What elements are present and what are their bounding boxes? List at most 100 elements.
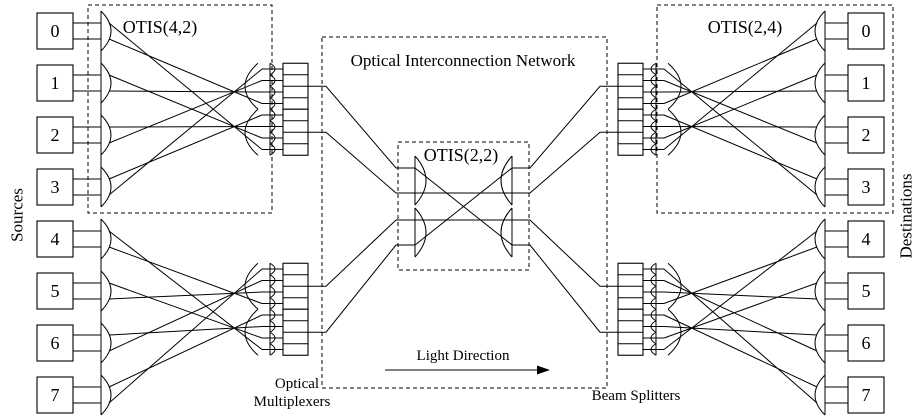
source-box xyxy=(36,12,74,50)
multiplexer-output-path xyxy=(308,219,415,287)
otis-beam xyxy=(414,167,513,246)
multiplexer-output-path xyxy=(308,244,415,333)
transmitter-microlens xyxy=(650,108,657,122)
transmitter-lens xyxy=(100,114,112,156)
otis-2-4-frame xyxy=(656,4,894,214)
otis-beam xyxy=(663,291,818,300)
otis-2-2-frame xyxy=(397,141,530,271)
otis-beam xyxy=(663,282,818,339)
otis-beam xyxy=(108,230,263,350)
receiver-lens xyxy=(244,308,259,356)
receiver-lens xyxy=(814,322,826,364)
transmitter-microlens xyxy=(650,120,657,133)
transmitter-lens xyxy=(100,374,112,416)
annotations: OTIS(4,2) OTIS(2,4) Optical Interconnect… xyxy=(8,17,916,410)
source-box xyxy=(36,220,74,258)
transmitter-microlens xyxy=(650,285,657,299)
otis-beam xyxy=(108,268,263,404)
otis-2-4-label: OTIS(2,4) xyxy=(708,17,783,38)
otis-beam xyxy=(108,246,263,304)
source-label: 6 xyxy=(51,333,60,353)
otis-beam xyxy=(663,126,818,128)
transmitter-microlens xyxy=(650,343,657,356)
destination-label: 1 xyxy=(862,73,871,93)
multiplexers-label-line2: Multiplexers xyxy=(254,394,331,410)
receiver-lens xyxy=(244,108,259,156)
transmitter-microlens xyxy=(650,97,657,110)
destination-box xyxy=(847,12,885,50)
receiver-microlens xyxy=(269,285,276,299)
transmitter-lens xyxy=(100,322,112,364)
transmitter-microlens xyxy=(650,331,657,345)
otis-beam xyxy=(663,114,818,180)
otis-beam xyxy=(663,22,818,150)
receiver-lens xyxy=(814,10,826,52)
receiver-microlens xyxy=(269,120,276,133)
source-box xyxy=(36,116,74,154)
splitter-input-path xyxy=(512,131,618,194)
otis-beam xyxy=(663,314,818,388)
receiver-microlens xyxy=(269,274,276,287)
otis-beam xyxy=(108,38,263,104)
otis-beam xyxy=(108,80,263,144)
transmitter-lens xyxy=(100,62,112,104)
receiver-microlens xyxy=(269,97,276,110)
splitter-input-path xyxy=(512,244,618,333)
source-label: 0 xyxy=(51,21,60,41)
receiver-microlens xyxy=(269,62,276,76)
receiver-microlens xyxy=(269,331,276,345)
otis-beam xyxy=(663,74,818,139)
source-label: 2 xyxy=(51,125,60,145)
otis-beam xyxy=(663,246,818,304)
otis-beam xyxy=(108,291,263,300)
otis-4-2-frame xyxy=(87,4,273,214)
receiver-microlens xyxy=(269,85,276,99)
transmitter-microlens xyxy=(650,131,657,145)
otis-beam xyxy=(108,282,263,339)
network-title: Optical Interconnection Network xyxy=(351,51,576,70)
otis-beam xyxy=(108,74,263,139)
otis-beam xyxy=(663,90,818,93)
destination-box xyxy=(847,220,885,258)
source-box xyxy=(36,376,74,414)
receiver-lens xyxy=(244,262,259,310)
otis-beam xyxy=(108,90,263,93)
transmitter-lens xyxy=(100,10,112,52)
otis-beam xyxy=(663,68,818,196)
light-paths xyxy=(73,22,848,404)
destination-box xyxy=(847,376,885,414)
otis-beam xyxy=(663,268,818,404)
destination-label: 2 xyxy=(862,125,871,145)
transmitter-lens xyxy=(100,166,112,208)
receiver-microlens xyxy=(269,108,276,122)
transmitter-lens xyxy=(414,155,427,206)
receiver-lens xyxy=(244,62,259,110)
splitter-input-path xyxy=(512,219,618,287)
otis-beam xyxy=(663,326,818,336)
otis-beam xyxy=(108,68,263,196)
transmitter-microlens xyxy=(650,74,657,87)
transmitter-microlens xyxy=(650,274,657,287)
otis-beam xyxy=(108,314,263,388)
source-box xyxy=(36,272,74,310)
transmitter-lens xyxy=(667,308,682,356)
interconnection-network-frame xyxy=(321,36,608,389)
multiplexer-output-path xyxy=(308,131,415,194)
transmitter-lens xyxy=(667,262,682,310)
beam-splitters-label: Beam Splitters xyxy=(592,388,681,404)
multiplexer-output-path xyxy=(308,85,415,169)
light-direction-arrow-icon xyxy=(537,365,550,375)
receiver-microlens xyxy=(269,308,276,322)
destination-box xyxy=(847,116,885,154)
source-label: 7 xyxy=(51,385,60,405)
destination-label: 7 xyxy=(862,385,871,405)
otis-beam xyxy=(108,126,263,128)
otis-2-2-label: OTIS(2,2) xyxy=(424,145,499,166)
destination-box xyxy=(847,272,885,310)
receiver-lens xyxy=(814,166,826,208)
source-label: 3 xyxy=(51,177,60,197)
otis-4-2-label: OTIS(4,2) xyxy=(123,17,198,38)
receiver-lens xyxy=(814,270,826,312)
